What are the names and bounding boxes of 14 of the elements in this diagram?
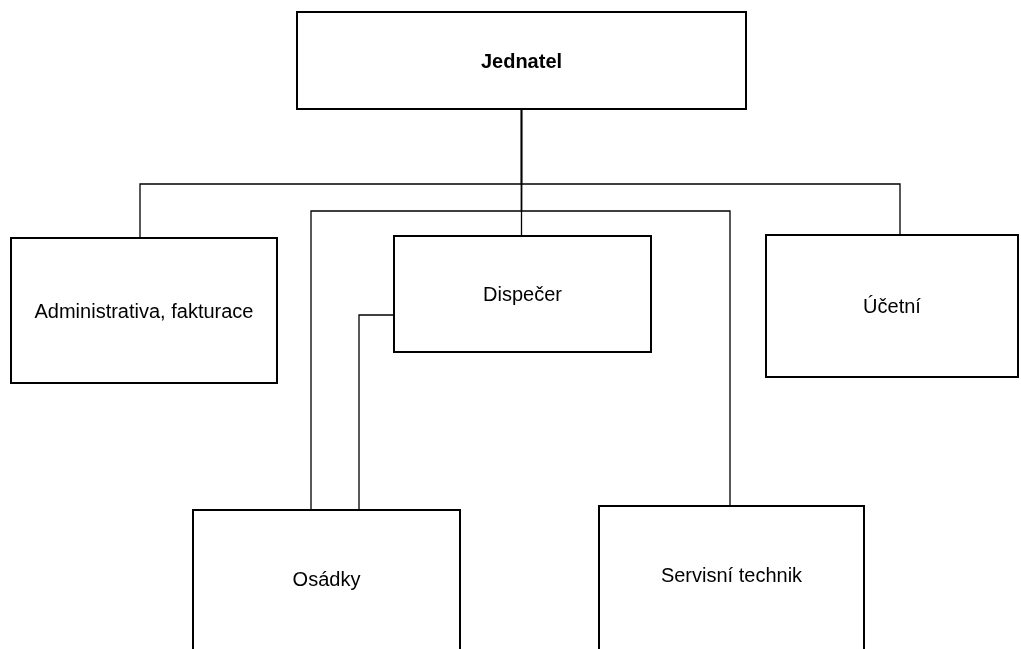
box-label: Servisní technik bbox=[660, 563, 803, 588]
connector-line bbox=[520, 109, 731, 506]
box-label: Účetní bbox=[863, 294, 921, 319]
box-label: Dispečer bbox=[483, 282, 562, 307]
org-box bbox=[765, 234, 1019, 378]
connector-line bbox=[358, 314, 394, 510]
org-box bbox=[296, 11, 747, 110]
org-box bbox=[10, 237, 278, 384]
box-label: Jednatel bbox=[480, 48, 563, 74]
org-box bbox=[192, 509, 461, 649]
box-label: Administrativa, fakturace bbox=[34, 298, 254, 324]
box-label: Osádky bbox=[292, 567, 361, 592]
org-box bbox=[393, 235, 652, 353]
org-box bbox=[598, 505, 865, 649]
